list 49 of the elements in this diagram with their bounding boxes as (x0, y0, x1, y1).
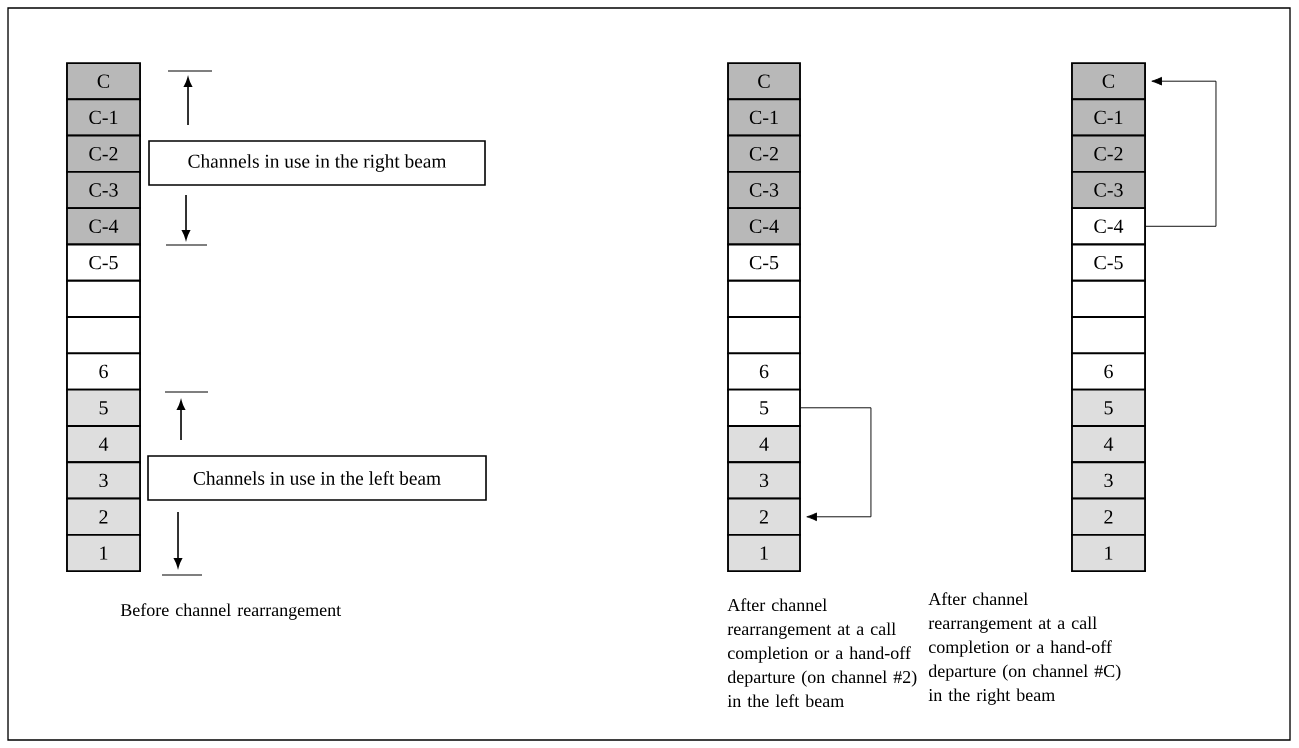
caption: Before channel rearrangement (120, 603, 342, 620)
caption: After channel rearrangement at a call completion or a hand-off departure (on channel #C) in the right beam (928, 592, 1121, 705)
channel-cell: C (1071, 62, 1146, 101)
channel-cell: 3 (66, 461, 141, 500)
channel-cell: C-3 (727, 170, 801, 210)
text-box: Channels in use in the left beam (147, 455, 487, 501)
channel-cell: 1 (727, 533, 801, 573)
channel-cell: C-4 (727, 207, 801, 246)
text-box: Channels in use in the right beam (148, 140, 486, 186)
empty-channel-cell (727, 279, 801, 318)
empty-channel-cell (66, 316, 141, 355)
channel-cell: C-4 (1071, 207, 1146, 246)
arrow (1145, 76, 1217, 227)
channel-cell: 4 (727, 425, 801, 464)
channel-cell: 6 (1071, 352, 1146, 391)
arrow (800, 407, 872, 522)
channel-cell: C-2 (1071, 134, 1146, 173)
channel-cell: 5 (727, 388, 801, 427)
channel-cell: C-1 (727, 98, 801, 137)
channel-cell: 3 (1071, 461, 1146, 500)
channel-cell: 4 (66, 425, 141, 464)
channel-cell: 2 (66, 497, 141, 536)
empty-channel-cell (1071, 279, 1146, 318)
channel-cell: 6 (727, 352, 801, 391)
channel-cell: 2 (727, 497, 801, 536)
channel-cell: 1 (66, 533, 141, 573)
channel-cell: C-1 (66, 98, 141, 137)
channel-cell: 6 (66, 352, 141, 391)
channel-cell: C-3 (1071, 170, 1146, 210)
channel-cell: 1 (1071, 533, 1146, 573)
channel-cell: C-2 (66, 134, 141, 173)
channel-cell: C-2 (727, 134, 801, 173)
channel-cell: C-3 (66, 170, 141, 210)
empty-channel-cell (1071, 316, 1146, 355)
channel-cell: 5 (1071, 388, 1146, 427)
empty-channel-cell (727, 316, 801, 355)
channel-cell: 2 (1071, 497, 1146, 536)
empty-channel-cell (66, 279, 141, 318)
channel-cell: C (727, 62, 801, 101)
channel-cell: C-1 (1071, 98, 1146, 137)
channel-cell: C-5 (727, 243, 801, 282)
channel-cell: C-4 (66, 207, 141, 246)
channel-cell: C-5 (66, 243, 141, 282)
channel-cell: C (66, 62, 141, 101)
channel-cell: 3 (727, 461, 801, 500)
channel-cell: C-5 (1071, 243, 1146, 282)
channel-cell: 5 (66, 388, 141, 427)
channel-cell: 4 (1071, 425, 1146, 464)
caption: After channel rearrangement at a call completion or a hand-off departure (on channel #2) in the left beam (727, 598, 917, 708)
